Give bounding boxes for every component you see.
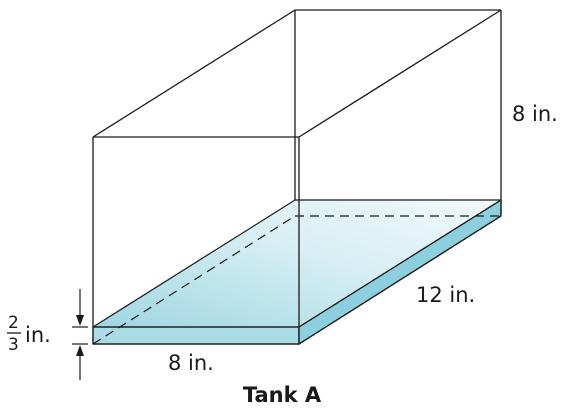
depth-arrow-top-head [76, 315, 84, 326]
tank-top-left-edge [92, 9, 296, 138]
water-front-face [92, 326, 300, 345]
water-top-right-edge [298, 199, 502, 328]
water-hidden-left-edge [92, 199, 296, 328]
water-hidden-diagonal [92, 215, 296, 345]
figure-caption: Tank A [243, 383, 322, 407]
water-depth-marker [72, 289, 88, 380]
width-label: 8 in. [168, 351, 214, 375]
fraction-unit: in. [25, 323, 51, 347]
fraction-denominator: 3 [8, 335, 19, 355]
water-depth-label: 2 3 in. [7, 313, 51, 355]
fraction-numerator: 2 [8, 313, 19, 333]
tank-outline [92, 9, 502, 345]
depth-label: 12 in. [416, 283, 475, 307]
tank-bottom-right-edge [298, 215, 502, 345]
water-layer [92, 198, 502, 346]
tank-top-right-edge [298, 9, 502, 138]
water-top-face [93, 200, 501, 327]
depth-arrow-bottom-head [76, 345, 84, 356]
height-label: 8 in. [512, 102, 558, 126]
